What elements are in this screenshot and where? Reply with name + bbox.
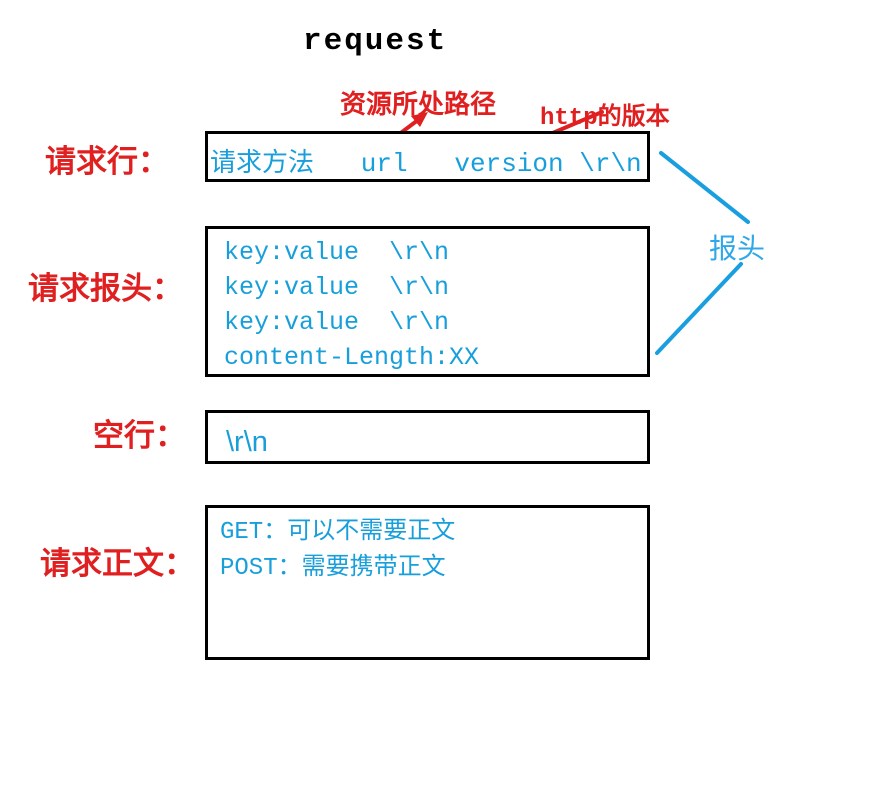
diagram-title: request <box>303 24 448 59</box>
line-headers-to-header-note <box>655 262 743 355</box>
header-note-label: 报头 <box>709 233 766 264</box>
header-line-1: key:value \r\n <box>224 238 450 267</box>
request-headers-box: key:value \r\n key:value \r\n key:value … <box>205 226 650 377</box>
header-line-2: key:value \r\n <box>224 273 450 302</box>
header-line-content-length: content-Length:XX <box>224 343 480 372</box>
label-blank-line: 空行： <box>93 418 186 453</box>
body-line-get: GET：可以不需要正文 <box>220 519 456 546</box>
body-line-post: POST：需要携带正文 <box>220 555 446 582</box>
header-line-3: key:value \r\n <box>224 308 450 337</box>
line-requestline-to-header-note <box>659 151 750 224</box>
label-request-body: 请求正文： <box>40 546 195 581</box>
url-path-annotation: 资源所处路径 <box>340 90 497 119</box>
blank-line-text: \r\n <box>226 426 268 458</box>
label-request-line: 请求行： <box>45 144 169 179</box>
blank-line-box: \r\n <box>205 410 650 464</box>
http-version-annotation: http的版本 <box>540 105 670 132</box>
request-body-box: GET：可以不需要正文 POST：需要携带正文 <box>205 505 650 660</box>
request-line-box: 请求方法 url version \r\n <box>205 131 650 182</box>
request-line-text: 请求方法 url version \r\n <box>210 149 642 179</box>
label-request-headers: 请求报头： <box>28 271 183 306</box>
